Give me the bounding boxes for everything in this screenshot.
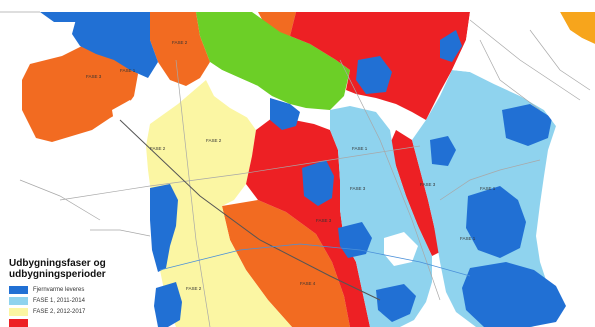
- street-network: [0, 11, 591, 327]
- street: [529, 29, 591, 91]
- fjernvarme-northwest: [72, 12, 158, 78]
- fjernvarme-southwest: [154, 282, 182, 327]
- white-area-center: [384, 232, 418, 266]
- zone-green: [196, 12, 350, 110]
- fjernvarme-east: [466, 186, 526, 258]
- street: [469, 19, 581, 101]
- zone-amber-northeast: [560, 12, 595, 44]
- river: [159, 243, 471, 277]
- street: [479, 39, 541, 111]
- zone-fase3-center: [246, 118, 370, 327]
- legend-items: Fjernvarme leveres FASE 1, 2011-2014 FAS…: [6, 284, 118, 327]
- district-label: FASE 2: [206, 138, 222, 143]
- white-area-northeast: [452, 12, 595, 140]
- district-label: FASE 1: [460, 236, 476, 241]
- legend-swatch-fase2: [9, 307, 28, 316]
- legend-item-fase1: FASE 1, 2011-2014: [9, 295, 118, 306]
- fjernvarme-east-north: [502, 104, 552, 146]
- legend-item-fjernvarme: Fjernvarme leveres: [9, 284, 118, 295]
- fjernvarme-southeast: [462, 262, 566, 327]
- zone-fase1-center: [330, 106, 432, 327]
- district-label: FASE 2: [172, 40, 188, 45]
- fjernvarme-bottom-center: [376, 284, 416, 322]
- district-labels: FASE 3 FASE 2 FASE 1 FASE 2 FASE 2 FASE 3 FASE…: [86, 40, 496, 291]
- district-label: FASE 3: [420, 182, 436, 187]
- legend-swatch-fase1: [9, 296, 28, 305]
- street: [19, 179, 101, 221]
- zone-fase3-wedge: [390, 130, 440, 256]
- legend-item-fase2: FASE 2, 2012-2017: [9, 306, 118, 317]
- zone-orange-corner: [258, 12, 296, 36]
- fjernvarme-north-strip: [40, 12, 80, 22]
- district-label: FASE 3: [350, 186, 366, 191]
- district-label: FASE 3: [86, 74, 102, 79]
- legend-title: Udbygningsfaser og udbygningsperioder: [9, 258, 106, 280]
- zone-orange-north: [150, 12, 210, 86]
- fjernvarme-center: [302, 160, 334, 206]
- fjernvarme-northeast-edge: [440, 30, 462, 62]
- street: [339, 59, 441, 301]
- district-label: FASE 2: [150, 146, 166, 151]
- street: [439, 159, 541, 201]
- district-label: FASE 3: [316, 218, 332, 223]
- legend-swatch-fase3: [9, 318, 28, 327]
- street: [59, 145, 421, 201]
- zone-orange-northwest: [22, 42, 138, 142]
- fjernvarme-west: [150, 184, 178, 272]
- legend-label-fjernvarme: Fjernvarme leveres: [33, 286, 85, 293]
- district-label: FASE 1: [480, 186, 496, 191]
- zone-orange-south: [222, 200, 350, 327]
- zone-fase2-west: [146, 80, 292, 327]
- district-label: FASE 4: [300, 281, 316, 286]
- legend-swatch-fjernvarme: [9, 285, 28, 294]
- fjernvarme-north-mid: [356, 56, 392, 94]
- fjernvarme-east-patch: [430, 136, 456, 166]
- legend-label-fase1: FASE 1, 2011-2014: [33, 297, 85, 304]
- legend-item-fase3: [9, 317, 118, 327]
- street: [175, 59, 211, 327]
- railway-line: [119, 119, 381, 301]
- district-label: FASE 2: [186, 286, 202, 291]
- district-label: FASE 1: [352, 146, 368, 151]
- street: [90, 229, 151, 237]
- district-label: FASE 1: [120, 68, 136, 73]
- white-area-west: [112, 100, 146, 140]
- legend-label-fase2: FASE 2, 2012-2017: [33, 308, 86, 315]
- fjernvarme-center-north: [270, 98, 300, 130]
- legend: Udbygningsfaser og udbygningsperioder Fj…: [6, 255, 118, 327]
- white-area-north: [206, 62, 260, 118]
